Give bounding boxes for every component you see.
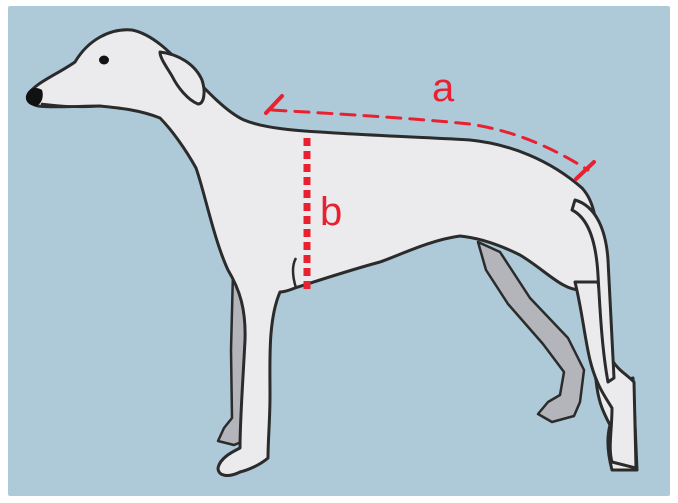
- measure-a-label: a: [432, 66, 455, 110]
- measure-b-label: b: [320, 190, 342, 234]
- dog-eye: [99, 56, 109, 65]
